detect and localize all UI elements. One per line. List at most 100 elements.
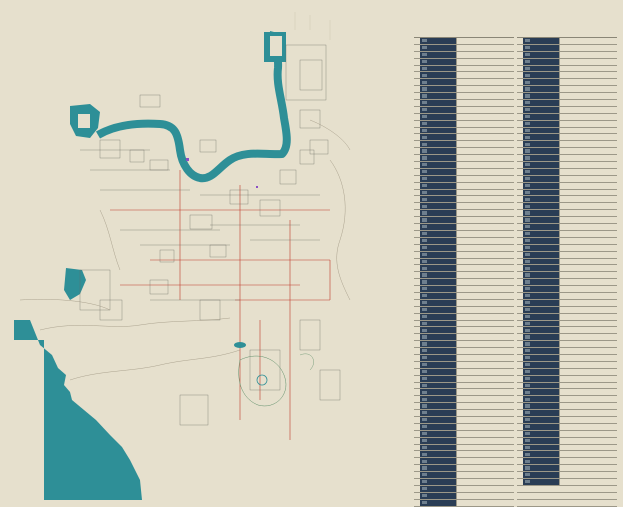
legend-row[interactable] xyxy=(517,189,617,197)
legend-row[interactable] xyxy=(414,403,514,411)
legend-row[interactable] xyxy=(517,100,617,107)
legend-row[interactable] xyxy=(414,106,514,114)
legend-row[interactable] xyxy=(517,313,617,321)
legend-row[interactable] xyxy=(414,38,514,45)
legend-row[interactable] xyxy=(414,444,514,452)
legend-row[interactable] xyxy=(517,348,617,355)
legend-row[interactable] xyxy=(414,162,514,169)
legend-row[interactable] xyxy=(414,65,514,73)
legend-row[interactable] xyxy=(414,51,514,59)
legend-row[interactable] xyxy=(414,458,514,466)
legend-row[interactable] xyxy=(517,168,617,176)
legend-row[interactable] xyxy=(414,79,514,87)
legend-row[interactable] xyxy=(414,168,514,176)
legend-row[interactable] xyxy=(517,465,617,473)
legend-row[interactable] xyxy=(517,327,617,335)
legend-row[interactable] xyxy=(517,389,617,397)
legend-row[interactable] xyxy=(414,196,514,204)
legend-row[interactable] xyxy=(414,341,514,349)
legend-row[interactable] xyxy=(414,313,514,321)
legend-row[interactable] xyxy=(517,44,617,52)
legend-row[interactable] xyxy=(414,306,514,314)
legend-row[interactable] xyxy=(517,341,617,349)
legend-row[interactable] xyxy=(517,93,617,101)
legend-row[interactable] xyxy=(517,368,617,376)
legend-row[interactable] xyxy=(517,127,617,135)
legend-row[interactable] xyxy=(414,485,514,493)
legend-row[interactable] xyxy=(517,479,617,486)
legend-row[interactable] xyxy=(414,100,514,107)
legend-row[interactable] xyxy=(517,203,617,211)
legend-row[interactable] xyxy=(517,361,617,369)
legend-row[interactable] xyxy=(517,79,617,87)
legend-row[interactable] xyxy=(517,451,617,459)
legend-row[interactable] xyxy=(517,437,617,445)
legend-row[interactable] xyxy=(517,430,617,438)
legend-row[interactable] xyxy=(414,492,514,500)
legend-row[interactable] xyxy=(414,237,514,245)
legend-row[interactable] xyxy=(517,155,617,163)
legend-row[interactable] xyxy=(414,265,514,273)
legend-row[interactable] xyxy=(414,472,514,479)
legend-row[interactable] xyxy=(414,348,514,355)
legend-row[interactable] xyxy=(414,155,514,163)
legend-row[interactable] xyxy=(414,375,514,383)
legend-row[interactable] xyxy=(517,58,617,66)
legend-row[interactable] xyxy=(414,292,514,300)
legend-row[interactable] xyxy=(414,499,514,507)
legend-row[interactable] xyxy=(414,141,514,149)
legend-row[interactable] xyxy=(414,203,514,211)
legend-row[interactable] xyxy=(414,93,514,101)
legend-row[interactable] xyxy=(414,134,514,142)
legend-row[interactable] xyxy=(517,299,617,307)
legend-row[interactable] xyxy=(517,237,617,245)
legend-row[interactable] xyxy=(414,224,514,231)
legend-row[interactable] xyxy=(414,451,514,459)
legend-row[interactable] xyxy=(517,334,617,342)
legend-row[interactable] xyxy=(414,113,514,121)
legend-row[interactable] xyxy=(414,320,514,328)
legend-row[interactable] xyxy=(414,230,514,238)
legend-row[interactable] xyxy=(414,437,514,445)
legend-row[interactable] xyxy=(414,244,514,252)
legend-row[interactable] xyxy=(517,286,617,293)
legend-row[interactable] xyxy=(414,423,514,431)
legend-row[interactable] xyxy=(517,500,617,507)
legend-row[interactable] xyxy=(414,182,514,190)
legend-row[interactable] xyxy=(517,217,617,225)
legend-row[interactable] xyxy=(414,217,514,225)
legend-row[interactable] xyxy=(414,410,514,417)
legend-row[interactable] xyxy=(414,299,514,307)
legend-row[interactable] xyxy=(414,368,514,376)
legend-row[interactable] xyxy=(517,120,617,128)
legend-row[interactable] xyxy=(517,65,617,73)
legend-row[interactable] xyxy=(517,244,617,252)
legend-row[interactable] xyxy=(414,479,514,486)
legend-row[interactable] xyxy=(414,361,514,369)
legend-row[interactable] xyxy=(414,72,514,80)
legend-row[interactable] xyxy=(517,458,617,466)
legend-row[interactable] xyxy=(517,416,617,424)
legend-row[interactable] xyxy=(517,472,617,479)
legend-row[interactable] xyxy=(414,382,514,390)
legend-row[interactable] xyxy=(517,375,617,383)
legend-row[interactable] xyxy=(517,182,617,190)
legend-row[interactable] xyxy=(517,113,617,121)
legend-row[interactable] xyxy=(517,354,617,362)
legend-row[interactable] xyxy=(414,286,514,293)
legend-row[interactable] xyxy=(414,272,514,280)
legend-row[interactable] xyxy=(517,175,617,183)
legend-row[interactable] xyxy=(517,396,617,404)
marker-purple-2[interactable] xyxy=(256,186,258,188)
legend-row[interactable] xyxy=(517,403,617,411)
legend-row[interactable] xyxy=(414,389,514,397)
legend-row[interactable] xyxy=(517,251,617,259)
legend-row[interactable] xyxy=(517,51,617,59)
legend-row[interactable] xyxy=(517,210,617,218)
legend-row[interactable] xyxy=(414,334,514,342)
marker-purple[interactable] xyxy=(186,158,189,161)
legend-row[interactable] xyxy=(517,224,617,231)
legend-row[interactable] xyxy=(414,430,514,438)
legend-row[interactable] xyxy=(414,416,514,424)
legend-row[interactable] xyxy=(414,58,514,66)
